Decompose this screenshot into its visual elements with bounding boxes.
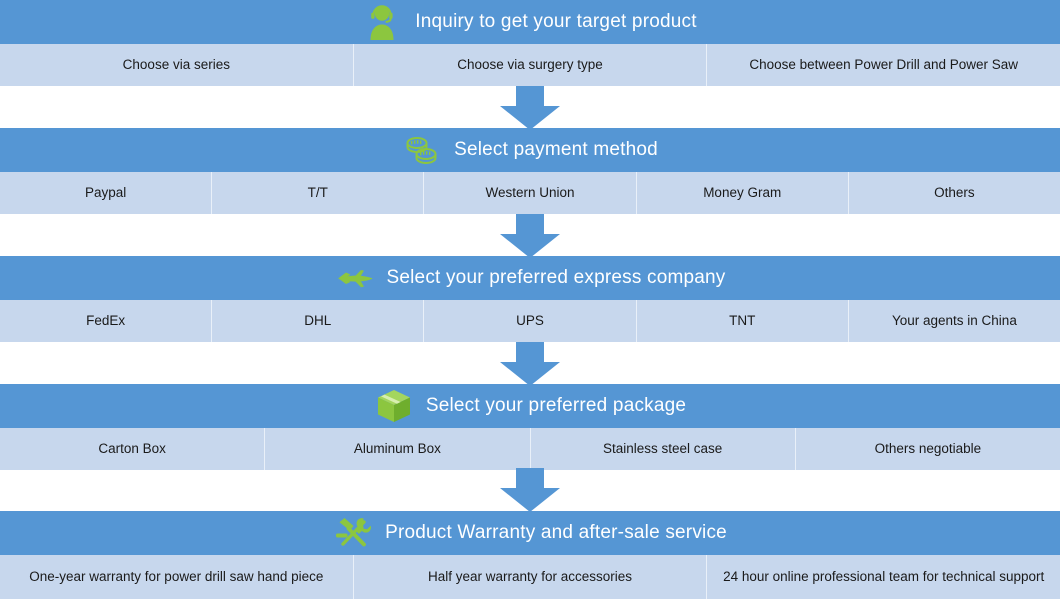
box-icon <box>374 386 414 426</box>
options-row-payment: Paypal T/T Western Union Money Gram Othe… <box>0 172 1060 214</box>
option-item[interactable]: Carton Box <box>0 428 266 470</box>
section-payment: Select payment method Paypal T/T Western… <box>0 128 1060 214</box>
options-row-package: Carton Box Aluminum Box Stainless steel … <box>0 428 1060 470</box>
support-agent-icon <box>363 2 403 42</box>
option-item[interactable]: T/T <box>212 172 425 214</box>
option-item[interactable]: 24 hour online professional team for tec… <box>723 569 1045 585</box>
option-item[interactable]: TNT <box>637 300 849 342</box>
arrow-inquiry-to-payment <box>498 86 562 130</box>
option-item[interactable]: Your agents in China <box>891 313 1017 329</box>
section-title: Inquiry to get your target product <box>415 11 697 32</box>
option-item[interactable]: Western Union <box>424 172 637 214</box>
section-header-warranty: Product Warranty and after-sale service <box>0 511 1060 555</box>
option-item[interactable]: Aluminum Box <box>265 428 531 470</box>
option-item[interactable]: Choose via surgery type <box>354 44 708 86</box>
section-title: Select payment method <box>454 139 658 160</box>
option-item[interactable]: Others negotiable <box>874 441 982 457</box>
option-item[interactable]: Money Gram <box>637 172 849 214</box>
option-item[interactable]: Half year warranty for accessories <box>354 555 708 599</box>
option-item[interactable]: DHL <box>212 300 425 342</box>
option-item[interactable]: Paypal <box>0 172 213 214</box>
section-header-inquiry: Inquiry to get your target product <box>0 0 1060 44</box>
arrow-package-to-warranty <box>498 468 562 512</box>
option-item[interactable]: FedEx <box>0 300 213 342</box>
section-title: Select your preferred express company <box>386 267 726 288</box>
section-inquiry: Inquiry to get your target product Choos… <box>0 0 1060 86</box>
options-row-express: FedEx DHL UPS TNT Your agents in China <box>0 300 1060 342</box>
arrow-payment-to-express <box>498 214 562 258</box>
section-header-package: Select your preferred package <box>0 384 1060 428</box>
section-package: Select your preferred package Carton Box… <box>0 384 1060 470</box>
option-item[interactable]: Stainless steel case <box>531 428 796 470</box>
section-header-payment: Select payment method <box>0 128 1060 172</box>
option-item[interactable]: Choose between Power Drill and Power Saw <box>749 57 1018 73</box>
airplane-icon <box>335 258 375 298</box>
option-item[interactable]: Others <box>934 185 975 201</box>
option-item[interactable]: One-year warranty for power drill saw ha… <box>0 555 354 599</box>
section-express: Select your preferred express company Fe… <box>0 256 1060 342</box>
section-warranty: Product Warranty and after-sale service … <box>0 511 1060 599</box>
options-row-inquiry: Choose via series Choose via surgery typ… <box>0 44 1060 86</box>
section-title: Product Warranty and after-sale service <box>385 522 727 543</box>
section-title: Select your preferred package <box>425 395 687 416</box>
section-header-express: Select your preferred express company <box>0 256 1060 300</box>
tools-icon <box>333 513 373 553</box>
options-row-warranty: One-year warranty for power drill saw ha… <box>0 555 1060 599</box>
option-item[interactable]: Choose via series <box>0 44 354 86</box>
option-item[interactable]: UPS <box>424 300 637 342</box>
arrow-express-to-package <box>498 342 562 386</box>
coins-icon <box>402 130 442 170</box>
